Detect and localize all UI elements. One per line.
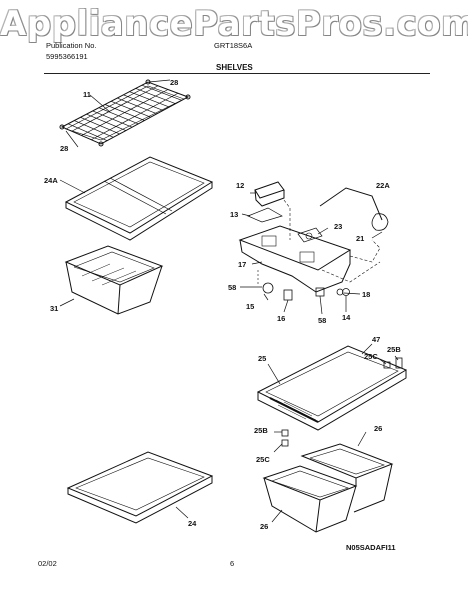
glass-shelf-plain [66, 451, 214, 524]
model-number: GRT18S6A [214, 41, 253, 50]
footer-page-number: 6 [230, 559, 235, 568]
callout-11: 11 [83, 90, 91, 99]
callout-12: 12 [236, 181, 245, 190]
callout-58-left: 58 [228, 283, 237, 292]
callout-14: 14 [342, 313, 351, 322]
callout-25C-top: 25C [364, 352, 378, 361]
callout-31: 31 [50, 304, 59, 313]
wire-shelf [59, 79, 191, 148]
callout-25B-bottom: 25B [254, 426, 268, 435]
callout-17: 17 [238, 260, 247, 269]
footer-date: 02/02 [38, 559, 57, 568]
publication-label: Publication No. [46, 41, 97, 50]
callout-47: 47 [372, 335, 381, 344]
glass-shelf-framed [59, 156, 214, 241]
publication-number: 5995366191 [46, 52, 88, 61]
callout-58-right: 58 [318, 316, 327, 325]
callout-24: 24 [188, 519, 197, 528]
callout-24A: 24A [44, 176, 58, 185]
callout-28-bottom: 28 [60, 144, 69, 153]
section-title: SHELVES [216, 63, 253, 72]
header-rule [44, 73, 430, 74]
callout-23: 23 [334, 222, 343, 231]
callout-25B-top: 25B [387, 345, 401, 354]
callout-18: 18 [362, 290, 371, 299]
crisper-drawer [59, 245, 164, 315]
control-housing-assembly [238, 181, 389, 315]
callout-16: 16 [277, 314, 286, 323]
drawing-code: N05SADAFI11 [346, 543, 396, 552]
callout-22A: 22A [376, 181, 390, 190]
callout-26-right: 26 [374, 424, 383, 433]
callout-28-top: 28 [170, 78, 179, 87]
crisper-drawer-pair [262, 431, 394, 533]
callout-15: 15 [246, 302, 255, 311]
callout-26-left: 26 [260, 522, 269, 531]
callout-13: 13 [230, 210, 239, 219]
callout-21: 21 [356, 234, 365, 243]
callout-25C-bottom: 25C [256, 455, 270, 464]
callout-25: 25 [258, 354, 267, 363]
watermark-logo: AppliancePartsPros.com [0, 4, 468, 44]
glass-shelf-with-trim [256, 343, 408, 453]
